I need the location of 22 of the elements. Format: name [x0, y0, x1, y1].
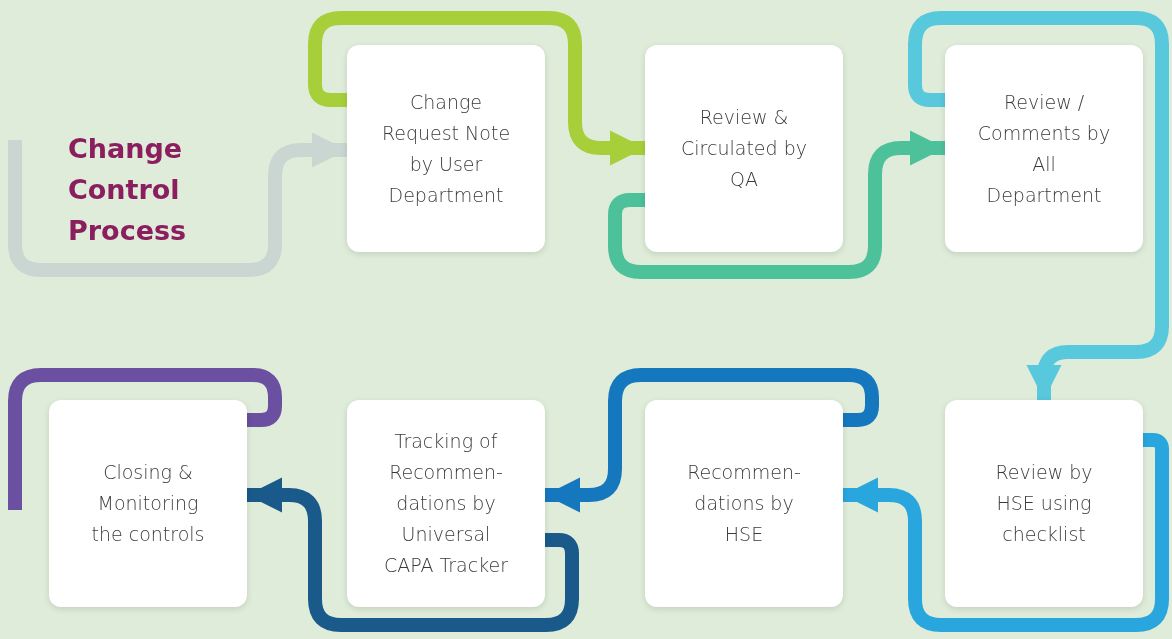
step-text: Closing & Monitoring the controls: [90, 460, 206, 547]
process-box: [347, 400, 545, 607]
u-shaped-arrow: [308, 11, 645, 166]
u-shaped-arrow: [843, 433, 1169, 632]
u-shaped-arrow: [8, 132, 347, 277]
step-text: Change Request Note by User Department: [380, 89, 512, 208]
process-box: [49, 400, 247, 607]
u-shaped-arrow: [247, 477, 579, 632]
u-shaped-arrow: [545, 368, 879, 513]
step-text: Review / Comments by All Department: [976, 89, 1112, 208]
step-text: Review by HSE using checklist: [994, 460, 1094, 547]
process-box: [645, 400, 843, 607]
step-text: Tracking of Recommen- dations by Universal CAPA Tracker: [382, 429, 510, 578]
process-box: [347, 45, 545, 252]
u-shaped-arrow: [608, 130, 945, 279]
u-shaped-arrow: [908, 11, 1169, 400]
step-text: Recommen- dations by HSE: [686, 460, 802, 547]
process-box: [645, 45, 843, 252]
process-box: [945, 45, 1143, 252]
process-box: [945, 400, 1143, 607]
step-text: Review & Circulated by QA: [680, 105, 808, 192]
diagram-title: Change Control Process: [68, 132, 188, 248]
